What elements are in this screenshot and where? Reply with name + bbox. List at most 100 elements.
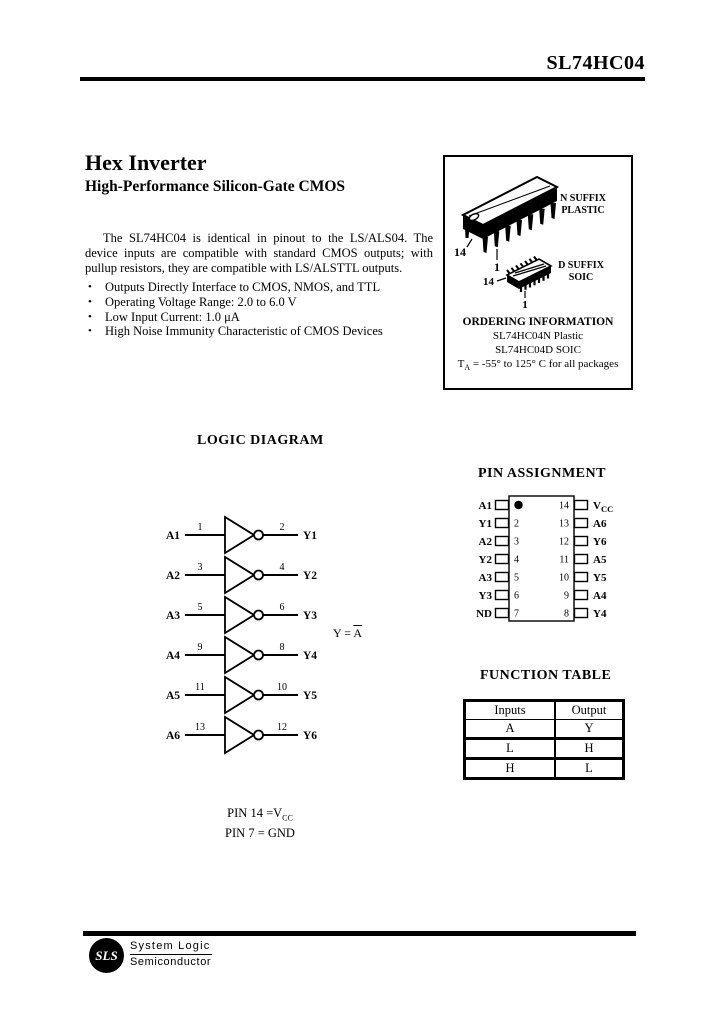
col-header: Output bbox=[554, 700, 624, 720]
pin-assignment-title: PIN ASSIGNMENT bbox=[478, 466, 606, 481]
inverter-gate-4: A4 9 8 Y4 bbox=[166, 635, 317, 675]
description-paragraph: The SL74HC04 is identical in pinout to t… bbox=[85, 231, 433, 275]
ordering-line: SL74HC04D SOIC bbox=[495, 344, 581, 356]
pin1-indicator-dot bbox=[514, 500, 523, 510]
gate-input-pin: 11 bbox=[195, 682, 205, 693]
gate-output-label: Y5 bbox=[303, 690, 317, 702]
gate-input-pin: 5 bbox=[198, 602, 203, 613]
ordering-temp-range: TA = -55° to 125° C for all packages bbox=[445, 357, 631, 375]
pin-number: 7 bbox=[514, 609, 519, 620]
package-ordering-box: 14 1 bbox=[443, 155, 633, 390]
dip-suffix: N SUFFIX bbox=[560, 193, 606, 204]
dip-pin14-label: 14 bbox=[454, 245, 466, 259]
ordering-title: ORDERING INFORMATION bbox=[462, 316, 614, 328]
function-table: Inputs Output A Y L H H L bbox=[463, 699, 625, 780]
logo-text: SLS bbox=[95, 947, 118, 963]
dip-top-line bbox=[468, 185, 551, 217]
inverter-gate-3: A3 5 6 Y3 bbox=[166, 595, 317, 635]
bullet-icon: • bbox=[88, 281, 92, 293]
pin-label: A4 bbox=[593, 590, 607, 602]
inverter-gate-1: A1 1 2 Y1 bbox=[166, 515, 317, 555]
gate-output-label: Y1 bbox=[303, 530, 317, 542]
logic-diagram-title: LOGIC DIAGRAM bbox=[197, 433, 324, 448]
dip-near-pins bbox=[482, 203, 556, 253]
bullet-icon: • bbox=[88, 295, 92, 308]
list-item: • Outputs Directly Interface to CMOS, NM… bbox=[88, 280, 433, 295]
inverter-gate-2: A2 3 4 Y2 bbox=[166, 555, 317, 595]
gate-input-pin: 9 bbox=[198, 642, 203, 653]
dip-package-label: N SUFFIX PLASTIC bbox=[545, 193, 621, 216]
pin-number: 9 bbox=[564, 591, 569, 602]
table-subheader-row: A Y bbox=[464, 719, 624, 739]
soic-pin14-pointer bbox=[496, 277, 507, 282]
gate-output-pin: 10 bbox=[277, 682, 287, 693]
col-header: Inputs bbox=[464, 700, 556, 720]
list-item: • High Noise Immunity Characteristic of … bbox=[88, 324, 433, 339]
table-row: H L bbox=[464, 757, 624, 779]
pin-label: A2 bbox=[479, 536, 493, 548]
temp-sub: A bbox=[464, 363, 471, 373]
gate-input-label: A3 bbox=[166, 610, 180, 622]
equation-prefix: Y = bbox=[333, 626, 354, 640]
bullet-icon: • bbox=[88, 325, 92, 338]
table-cell: H bbox=[554, 737, 624, 759]
page-subtitle: High-Performance Silicon-Gate CMOS bbox=[85, 178, 346, 195]
pin-assignment-diagram: A1 Y1 A2 Y2 A3 Y3 GND VCC A6 Y6 A5 Y5 A4… bbox=[476, 495, 613, 622]
temp-prefix: T bbox=[457, 358, 465, 370]
pin-rows-left bbox=[494, 499, 510, 619]
temp-rest: = -55° to 125° C for all packages bbox=[470, 358, 619, 370]
pin-number: 6 bbox=[514, 591, 519, 602]
gate-input-label: A1 bbox=[166, 530, 180, 542]
pin-number: 13 bbox=[559, 519, 569, 530]
dip-pin14-pointer bbox=[466, 238, 473, 248]
gate-input-pin: 1 bbox=[198, 522, 203, 533]
pin-label: Y1 bbox=[479, 518, 492, 530]
pin-notes: PIN 14 =VCC PIN 7 = GND bbox=[195, 806, 325, 842]
pin-number: 14 bbox=[559, 501, 569, 512]
gate-output-pin: 6 bbox=[280, 602, 285, 613]
gate-output-pin: 8 bbox=[280, 642, 285, 653]
feature-text: Low Input Current: 1.0 μA bbox=[105, 309, 240, 324]
pin-label: GND bbox=[476, 608, 492, 620]
pin-number: 2 bbox=[514, 519, 519, 530]
gate-input-label: A4 bbox=[166, 650, 180, 662]
gate-output-pin: 2 bbox=[280, 522, 285, 533]
gate-input-label: A6 bbox=[166, 730, 180, 742]
gate-output-label: Y4 bbox=[303, 650, 317, 662]
gate-output-pin: 4 bbox=[280, 562, 285, 573]
table-cell: Y bbox=[554, 719, 624, 739]
pin-number: 12 bbox=[559, 537, 569, 548]
gate-output-pin: 12 bbox=[277, 722, 287, 733]
pin-label-vcc: VCC bbox=[593, 500, 613, 514]
footer-rule bbox=[83, 931, 636, 936]
gate-input-label: A5 bbox=[166, 690, 180, 702]
soic-top-hatch bbox=[512, 263, 547, 277]
pin-label: Y5 bbox=[593, 572, 607, 584]
dip-type: PLASTIC bbox=[561, 204, 605, 216]
pin-number: 8 bbox=[564, 609, 569, 620]
soic-suffix: D SUFFIX bbox=[558, 260, 604, 271]
dip-notch bbox=[468, 212, 480, 222]
gate-output-label: Y6 bbox=[303, 730, 317, 742]
pin-label: A5 bbox=[593, 554, 607, 566]
dip-pin1-label: 1 bbox=[494, 260, 500, 274]
pin-number: 5 bbox=[514, 573, 519, 584]
table-header-row: Inputs Output bbox=[464, 700, 624, 720]
company-line2: Semiconductor bbox=[130, 956, 212, 968]
pin-label: Y3 bbox=[479, 590, 493, 602]
pin-label: A1 bbox=[479, 500, 492, 512]
pin-label: Y2 bbox=[479, 554, 493, 566]
soic-pin1-label: 1 bbox=[522, 299, 528, 311]
pin-label: A3 bbox=[479, 572, 493, 584]
feature-list: • Outputs Directly Interface to CMOS, NM… bbox=[88, 280, 433, 339]
part-number: SL74HC04 bbox=[546, 52, 645, 74]
pin-note-sub: CC bbox=[282, 813, 293, 823]
list-item: • Low Input Current: 1.0 μA bbox=[88, 310, 433, 325]
pin-label: A6 bbox=[593, 518, 607, 530]
pin-label: Y6 bbox=[593, 536, 607, 548]
company-logo: SLS bbox=[89, 938, 124, 973]
pin-rows-right bbox=[573, 499, 589, 619]
feature-text: High Noise Immunity Characteristic of CM… bbox=[105, 324, 383, 339]
company-line1: System Logic bbox=[130, 940, 212, 955]
company-name: System Logic Semiconductor bbox=[130, 940, 212, 968]
